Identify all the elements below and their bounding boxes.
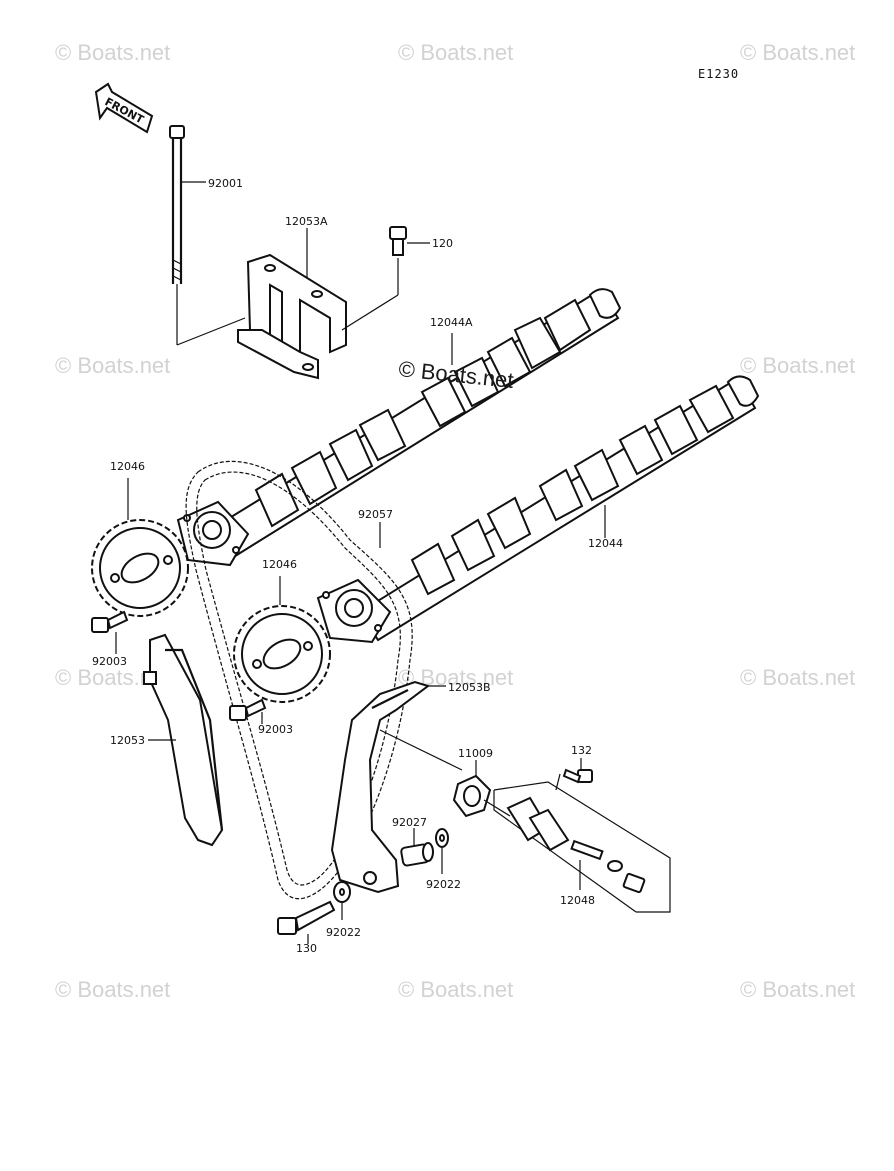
bolt-120	[389, 226, 430, 256]
camshaft-12044A	[208, 288, 622, 560]
watermark: © Boats.net	[55, 40, 170, 65]
part-label-12046-upper: 12046	[110, 460, 145, 473]
bolt-92003-lower	[229, 698, 267, 724]
cam-hub-upper	[176, 500, 250, 567]
bolt-130	[277, 900, 336, 944]
part-label-92027: 92027	[392, 816, 427, 829]
part-label-92022-right: 92022	[426, 878, 461, 891]
diagram-code: E1230	[698, 67, 739, 81]
watermark-layer: © Boats.net © Boats.net © Boats.net © Bo…	[55, 40, 855, 1002]
part-label-120: 120	[432, 237, 453, 250]
part-label-12048: 12048	[560, 894, 595, 907]
sprocket-12046-lower	[233, 576, 331, 703]
sprocket-12046-upper	[91, 478, 189, 617]
part-label-12053B: 12053B	[448, 681, 491, 694]
camshaft-12044	[358, 375, 760, 642]
part-label-130: 130	[296, 942, 317, 955]
watermark: © Boats.net	[55, 977, 170, 1002]
part-label-12046-lower: 12046	[262, 558, 297, 571]
washer-92022-right	[435, 828, 449, 874]
cam-hub-lower	[316, 578, 392, 644]
chain-guide-12053	[143, 633, 224, 847]
watermark: © Boats.net	[398, 977, 513, 1002]
part-label-12053A: 12053A	[285, 215, 328, 228]
part-label-12053: 12053	[110, 734, 145, 747]
bracket-12053A	[237, 228, 399, 380]
front-arrow: FRONT	[94, 82, 154, 134]
bolt-92001	[169, 125, 246, 346]
part-label-92057: 92057	[358, 508, 393, 521]
part-label-11009: 11009	[458, 747, 493, 760]
gasket-11009	[452, 760, 511, 818]
watermark: © Boats.net	[398, 40, 513, 65]
part-label-132: 132	[571, 744, 592, 757]
part-label-92001: 92001	[208, 177, 243, 190]
part-label-92003-upper: 92003	[92, 655, 127, 668]
watermark: © Boats.net	[55, 353, 170, 378]
part-label-12044: 12044	[588, 537, 623, 550]
watermark: © Boats.net	[740, 353, 855, 378]
bolt-132	[555, 758, 593, 791]
part-labels: 92001 12053A 120 12044A 12046 92057 1204…	[92, 177, 623, 955]
watermark: © Boats.net	[740, 40, 855, 65]
washer-92022-left	[333, 881, 351, 920]
tensioner-12048	[493, 781, 671, 913]
collar-92027	[400, 828, 434, 867]
watermark: © Boats.net	[740, 977, 855, 1002]
bolt-92003-upper	[91, 610, 129, 654]
part-label-92022-left: 92022	[326, 926, 361, 939]
part-label-12044A: 12044A	[430, 316, 473, 329]
tensioner-guide-12053B	[330, 680, 463, 894]
part-label-92003-lower: 92003	[258, 723, 293, 736]
watermark: © Boats.net	[740, 665, 855, 690]
